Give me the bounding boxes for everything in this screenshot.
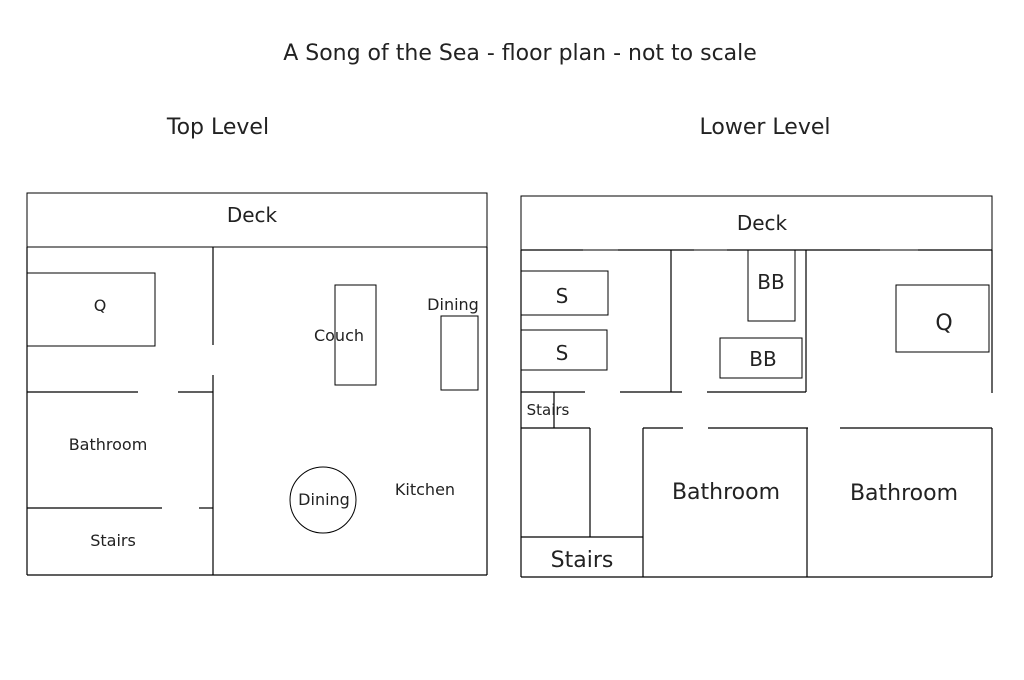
top-level-plan: Deck Q Bathroom Stairs Couch Dining Dini… <box>26 192 488 576</box>
top-queen-bed-label: Q <box>94 296 107 315</box>
top-dining-round-label: Dining <box>298 490 350 509</box>
lower-bathroom-2-label: Bathroom <box>850 481 958 506</box>
lower-single-bed-2-label: S <box>556 341 569 365</box>
top-deck-label: Deck <box>227 203 278 227</box>
top-level-heading: Top Level <box>166 115 269 140</box>
page-title: A Song of the Sea - floor plan - not to … <box>283 41 757 66</box>
lower-queen-bed-label: Q <box>935 311 952 336</box>
lower-level-heading: Lower Level <box>700 115 831 140</box>
top-bathroom-label: Bathroom <box>69 435 148 454</box>
top-couch <box>334 284 377 386</box>
lower-bunk-bed-2-label: BB <box>749 347 776 371</box>
lower-level-plan: Deck S S <box>520 195 993 578</box>
lower-bunk-bed-1 <box>747 249 796 322</box>
lower-single-bed-1-label: S <box>556 284 569 308</box>
lower-stairs-label: Stairs <box>551 548 614 573</box>
lower-bunk-bed-1-label: BB <box>757 270 784 294</box>
lower-bathroom-1-label: Bathroom <box>672 480 780 505</box>
lower-queen-bed <box>895 284 990 353</box>
lower-stairs-small-label: Stairs <box>527 401 570 419</box>
top-dining-table-label: Dining <box>427 295 479 314</box>
top-couch-label: Couch <box>314 326 364 345</box>
top-dining-round-table <box>289 466 357 534</box>
top-stairs-label: Stairs <box>90 531 136 550</box>
top-kitchen-label: Kitchen <box>395 480 455 499</box>
lower-single-bed-2 <box>520 329 608 371</box>
lower-bunk-bed-2 <box>719 337 803 379</box>
top-dining-table <box>440 315 479 391</box>
top-queen-bed <box>26 272 156 347</box>
top-deck <box>26 192 488 248</box>
lower-single-bed-1 <box>520 270 609 316</box>
lower-deck-label: Deck <box>737 211 788 235</box>
